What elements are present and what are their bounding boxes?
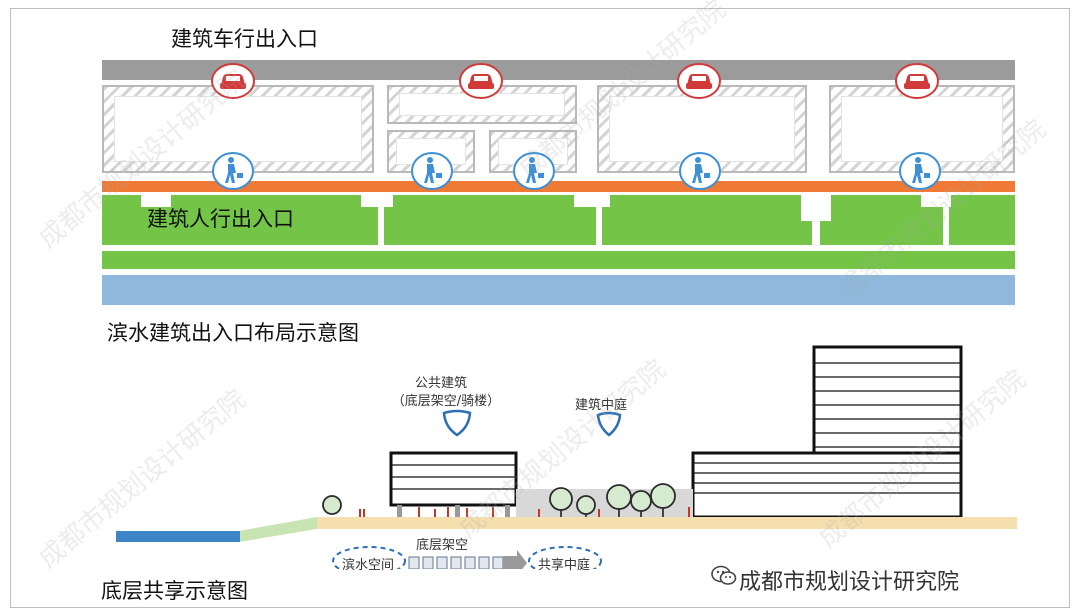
wechat-icon [711,565,737,585]
shared-courtyard-label: 共享中庭 [537,558,590,573]
pedestrian-entrance-label: 建筑人行出入口 [147,207,294,231]
water-strip [102,275,1015,305]
pedestrian-icon [513,152,555,190]
courtyard-marker [596,411,622,437]
ground-strip [317,517,1017,529]
car-icon [211,63,255,99]
green-belt-segment [602,195,812,245]
arrow-icon [503,550,527,569]
watermark-brand: 成都市规划设计研究院 [739,570,960,595]
courtyard-label: 建筑中庭 [574,398,627,413]
entrance-notch [801,195,831,221]
top-diagram-caption: 滨水建筑出入口布局示意图 [107,321,359,345]
waterfront-slope [239,517,317,542]
public-building-marker [442,409,472,437]
waterfront-space-label: 滨水空间 [341,558,394,573]
entrance-notch [574,195,610,207]
podium-building [691,451,963,519]
car-icon [677,63,721,99]
walkway-strip [102,181,1015,192]
car-icon [459,63,503,99]
pedestrian-icon [411,152,453,190]
water-body [116,531,240,542]
diagram-frame: 建筑车行出入口 建筑人行出入口 [10,0,1070,608]
public-building-sub-label: （底层架空/骑楼） [391,394,501,409]
green-belt-segment [384,195,596,245]
road-strip [102,60,1015,80]
vehicle-entrance-label: 建筑车行出入口 [171,27,318,51]
pedestrian-icon [679,152,721,190]
green-belt-segment [949,195,1015,245]
public-building [389,451,518,507]
ground-void-label: 底层架空 [415,538,468,553]
entrance-notch [141,195,171,207]
shared-courtyard-ellipse [528,546,602,569]
waterfront-space-ellipse [332,546,406,569]
pedestrian-icon [899,152,941,190]
public-building-label: 公共建筑 [414,376,467,391]
pedestrian-icon [212,152,254,190]
green-strip [102,251,1015,269]
entrance-notch [361,195,393,207]
section-drawing [116,345,1017,569]
car-icon [895,63,939,99]
bottom-diagram-caption: 底层共享示意图 [101,579,248,603]
entrance-notch [921,195,951,207]
